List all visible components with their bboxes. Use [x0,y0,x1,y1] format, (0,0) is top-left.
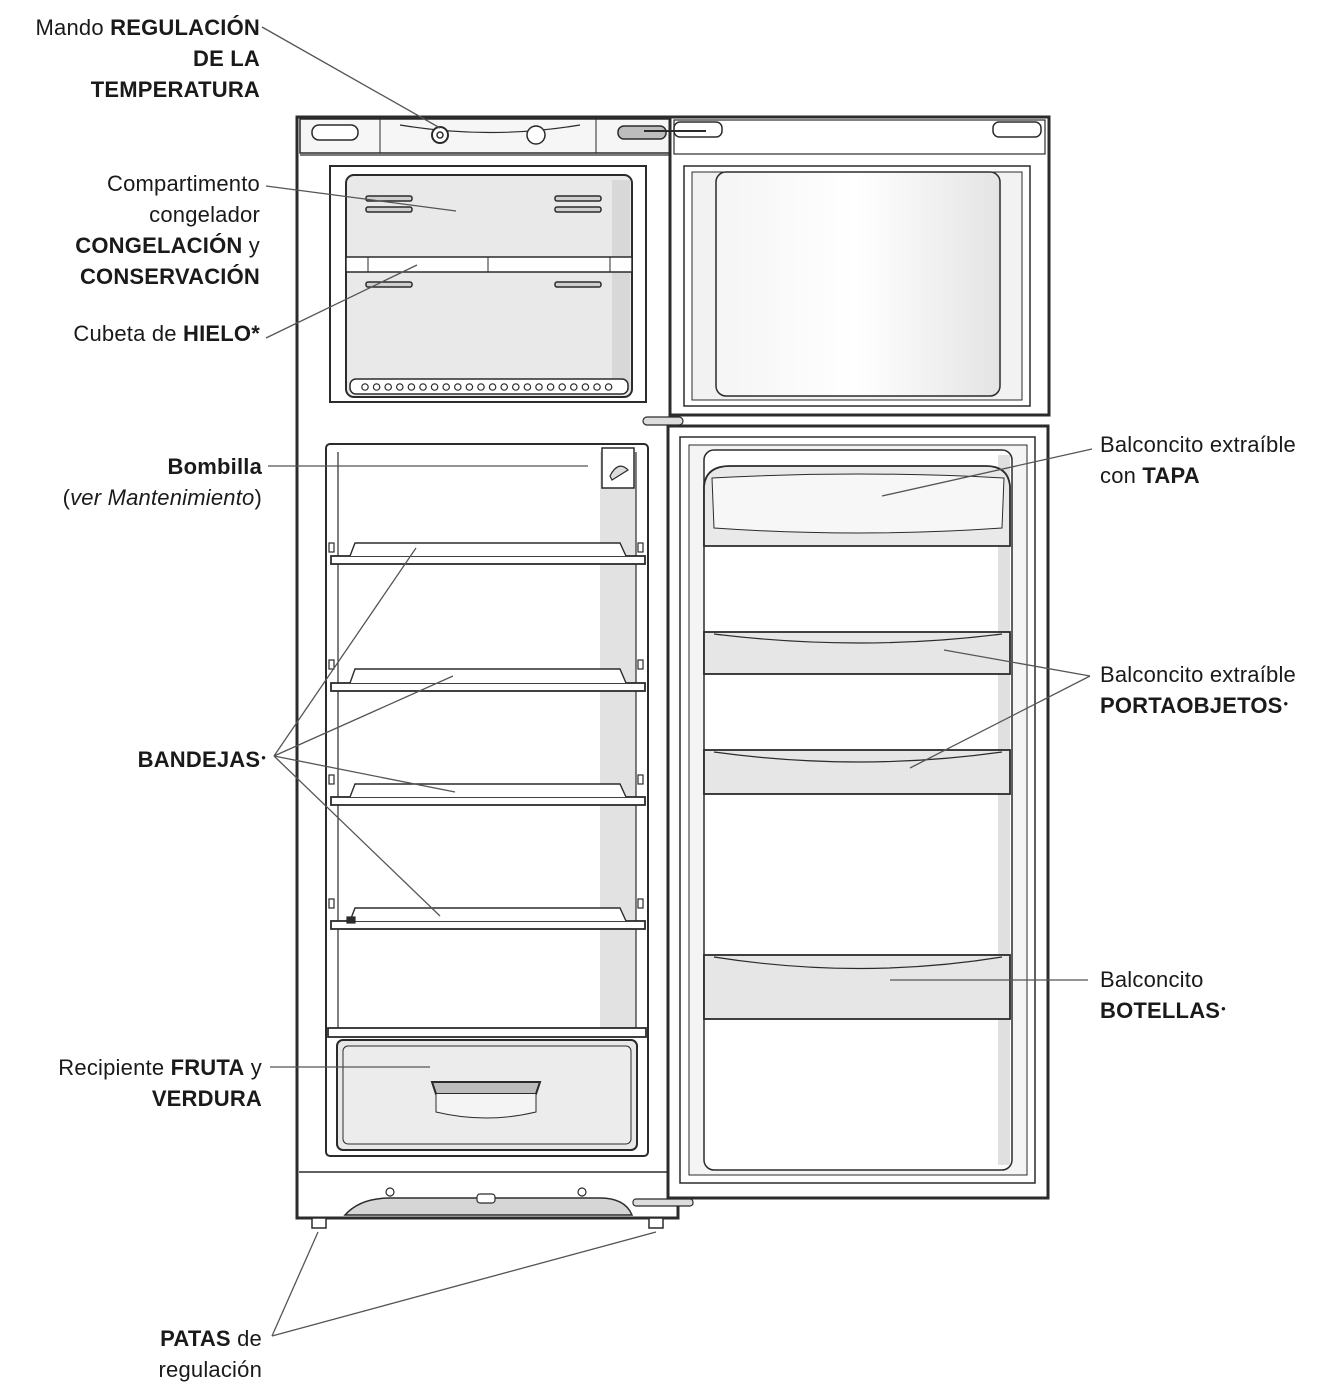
fridge-door [632,424,1050,1207]
right-foot-icon [648,1217,664,1229]
vent-dot [523,383,532,391]
vent-dot [511,383,520,391]
vent-dot [372,383,381,391]
fridge-compartment [325,443,649,1157]
vent-dot [407,383,416,391]
label-adjustable-feet: PATAS de regulación [158,1326,262,1382]
vent-dot [453,383,462,391]
vent-dot [442,383,451,391]
label-shelves: BANDEJAS• [137,747,266,772]
vent-dot [395,383,404,391]
freezer-compartment [329,165,647,403]
vent-dot [430,383,439,391]
left-foot-icon [311,1217,327,1229]
freezer-door [642,115,1051,426]
label-lidded-balcony: Balconcito extraíble con TAPA [1100,432,1296,488]
label-freezer-compartment: Compartimento congelador CONGELACIÓN y C… [75,171,260,289]
vent-dot [581,383,590,391]
vent-dot [593,383,601,391]
vent-dot [384,383,393,391]
cabinet-base [299,1171,676,1229]
vent-dot [569,383,578,391]
vent-dot [419,383,427,391]
vent-dot [546,383,555,391]
vent-dot [488,383,497,391]
vent-dot [477,383,485,391]
label-ice-tray: Cubeta de HIELO* [73,321,260,346]
vent-dot [535,383,543,391]
thermostat-knob-icon [431,126,449,144]
label-bottle-balcony: Balconcito BOTELLAS• [1100,967,1226,1023]
label-crisper-drawer: Recipiente FRUTA y VERDURA [58,1055,262,1111]
vent-dot [500,383,509,391]
label-storage-balcony: Balconcito extraíble PORTAOBJETOS• [1100,662,1296,718]
label-temperature-control: Mando REGULACIÓN DE LA TEMPERATURA [35,15,260,102]
crisper-handle-icon [430,1081,542,1095]
leader-lines [261,26,1093,1337]
label-light-bulb: Bombilla (ver Mantenimiento) [62,454,262,510]
vent-dot [361,383,369,391]
vent-dot [558,383,567,391]
vent-dot [465,383,474,391]
vent-dot [604,383,613,391]
